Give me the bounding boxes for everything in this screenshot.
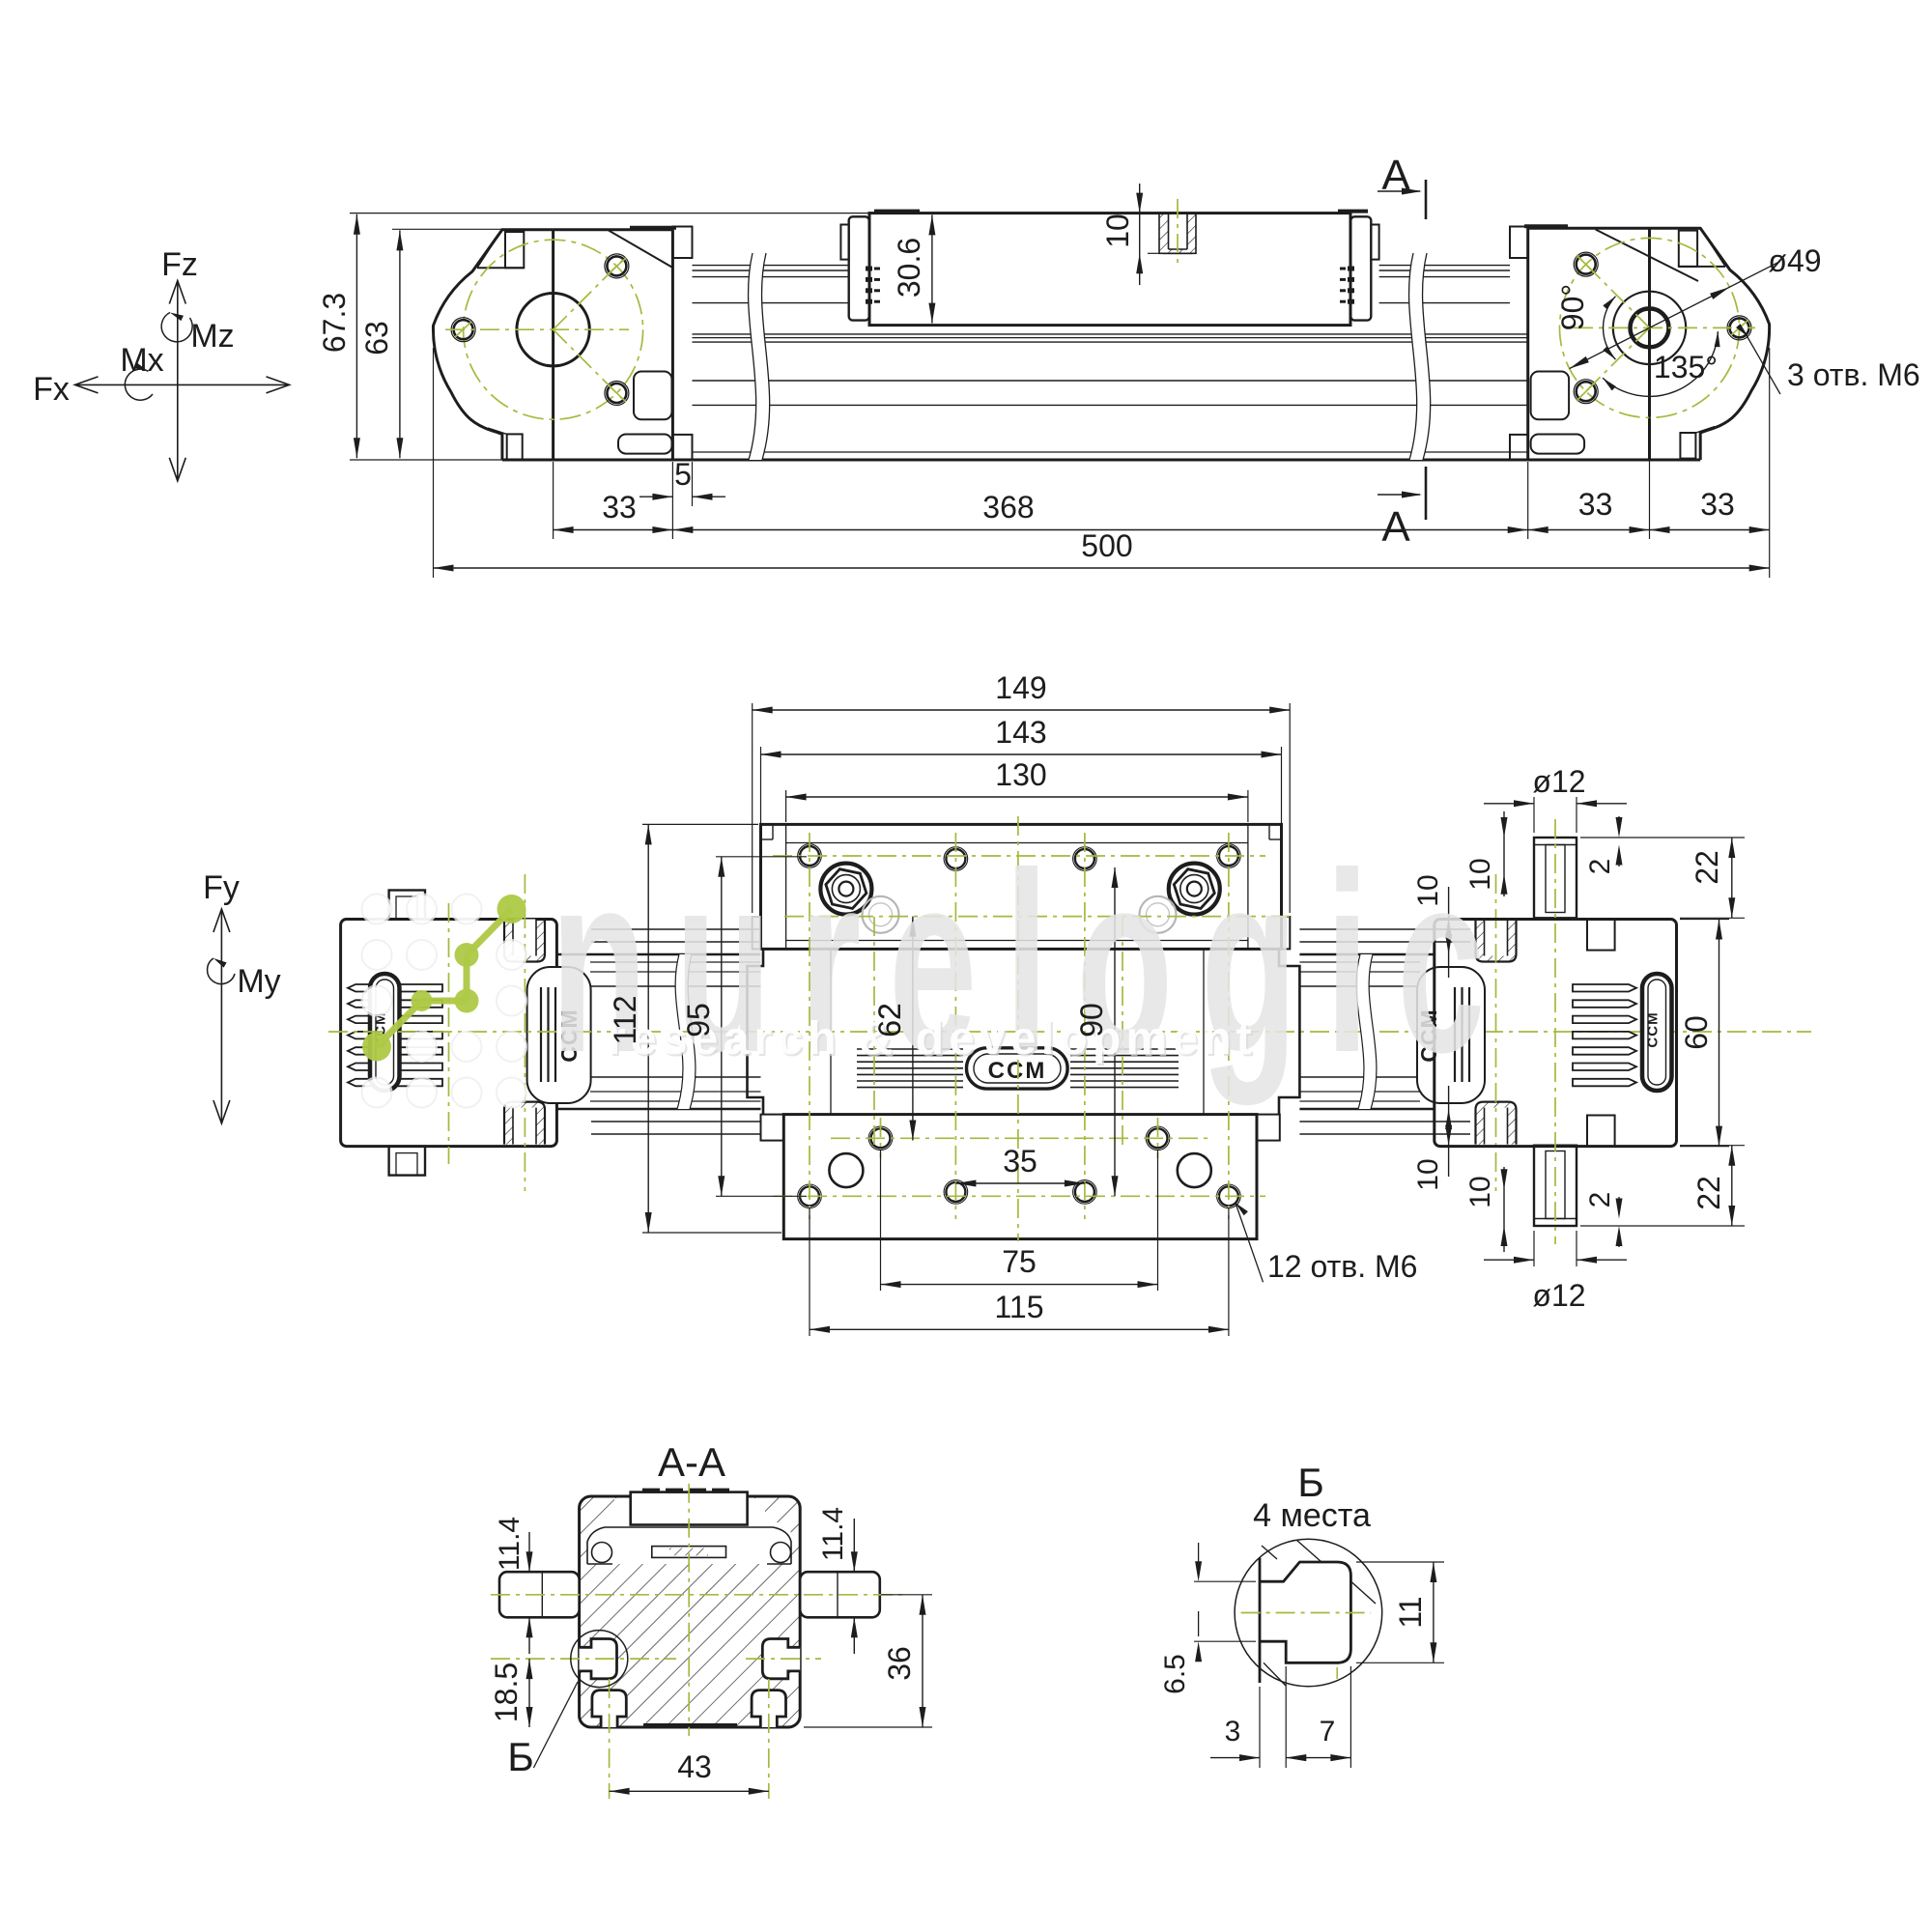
svg-text:Mz: Mz [190,318,234,355]
svg-text:6.5: 6.5 [1159,1654,1191,1694]
svg-text:135°: 135° [1654,350,1718,384]
svg-text:nurelogic: nurelogic [551,819,1513,1106]
svg-text:130: 130 [995,757,1046,792]
svg-text:12 отв. М6: 12 отв. М6 [1267,1249,1417,1284]
svg-text:115: 115 [994,1290,1043,1324]
svg-text:36: 36 [882,1646,917,1681]
svg-text:3 отв. М6: 3 отв. М6 [1787,357,1920,392]
svg-text:30.6: 30.6 [892,238,926,298]
svg-text:33: 33 [602,490,637,525]
svg-text:11.4: 11.4 [817,1507,849,1561]
svg-text:5: 5 [674,457,692,492]
svg-text:10: 10 [1412,1158,1444,1190]
svg-text:Fx: Fx [33,371,70,408]
svg-text:11.4: 11.4 [494,1517,526,1571]
svg-text:90: 90 [1074,1003,1109,1037]
svg-text:33: 33 [1700,487,1735,522]
svg-text:Б: Б [507,1734,534,1779]
svg-text:CCM: CCM [1416,1009,1441,1062]
svg-text:35: 35 [1003,1144,1037,1179]
svg-text:10: 10 [1464,1176,1496,1208]
svg-text:112: 112 [608,995,642,1044]
svg-text:4 места: 4 места [1253,1497,1371,1534]
svg-text:18.5: 18.5 [489,1662,524,1722]
svg-text:ø49: ø49 [1768,243,1821,278]
svg-text:75: 75 [1002,1244,1037,1279]
svg-text:10: 10 [1464,858,1496,890]
svg-text:CCM: CCM [556,1009,582,1062]
svg-text:3: 3 [1225,1716,1241,1747]
svg-text:7: 7 [1320,1716,1336,1747]
svg-text:CCM: CCM [1645,1011,1662,1047]
svg-text:500: 500 [1081,528,1132,563]
svg-text:Б: Б [1297,1460,1324,1505]
svg-text:143: 143 [995,715,1046,750]
svg-text:368: 368 [982,490,1034,525]
svg-text:Mx: Mx [120,342,163,379]
svg-text:95: 95 [681,1003,716,1037]
svg-text:62: 62 [872,1003,907,1037]
svg-text:90: 90 [1074,1003,1109,1037]
svg-text:33: 33 [1578,487,1613,522]
svg-text:95: 95 [681,1003,716,1037]
svg-text:A-A: A-A [658,1439,725,1485]
svg-text:A: A [1381,152,1410,199]
svg-text:67.3: 67.3 [317,293,352,353]
svg-text:ø12: ø12 [1532,1278,1585,1313]
svg-text:90°: 90° [1555,284,1590,330]
svg-text:2: 2 [1584,1192,1616,1208]
svg-text:149: 149 [995,670,1046,705]
svg-text:63: 63 [359,321,394,355]
svg-text:A: A [1381,503,1410,551]
svg-text:112: 112 [608,995,642,1044]
svg-text:2: 2 [1584,859,1616,875]
svg-text:research & development: research & development [610,1015,1259,1066]
svg-text:research & development: research & development [608,1013,1257,1065]
svg-text:10: 10 [1412,874,1444,906]
svg-text:CCM: CCM [988,1058,1047,1084]
svg-text:22: 22 [1690,850,1724,885]
svg-text:22: 22 [1691,1176,1726,1210]
svg-text:10: 10 [1100,213,1135,248]
svg-text:43: 43 [677,1749,712,1784]
svg-text:ø12: ø12 [1532,764,1585,799]
svg-text:11: 11 [1393,1596,1428,1628]
svg-text:My: My [237,963,280,1000]
svg-text:60: 60 [1679,1015,1714,1050]
svg-text:Fz: Fz [161,246,198,283]
svg-text:Fy: Fy [203,869,240,906]
svg-text:62: 62 [872,1003,907,1037]
